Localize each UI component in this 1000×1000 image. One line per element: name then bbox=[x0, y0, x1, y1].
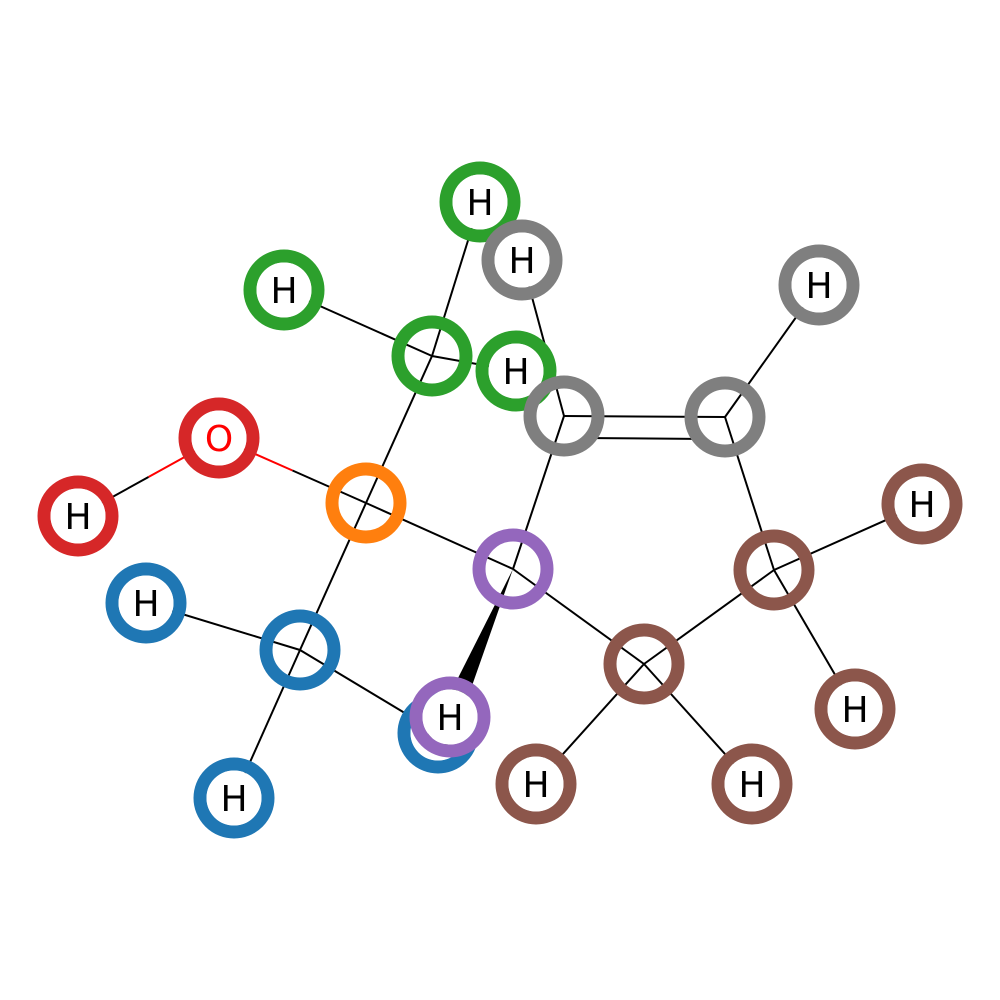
atom-background bbox=[118, 575, 174, 631]
atom-label: H bbox=[805, 266, 832, 307]
atom-ring bbox=[495, 743, 577, 825]
atom-h-br4: H bbox=[814, 668, 896, 750]
atom-o1: O bbox=[178, 397, 260, 479]
atom-h-g2: H bbox=[243, 249, 325, 331]
atom-background bbox=[206, 770, 262, 826]
atom-h-gr2: H bbox=[778, 244, 860, 326]
bond-c_gray1-c_gray2-second-line bbox=[581, 437, 708, 440]
atom-ring bbox=[481, 219, 563, 301]
atom-background bbox=[827, 681, 883, 737]
atom-ring bbox=[733, 529, 815, 611]
atom-ring bbox=[325, 462, 407, 544]
atom-ring bbox=[259, 609, 341, 691]
atom-background bbox=[256, 262, 312, 318]
atom-ring bbox=[193, 757, 275, 839]
atom-background bbox=[791, 257, 847, 313]
atom-h-br1: H bbox=[495, 743, 577, 825]
atom-c-purple bbox=[472, 528, 554, 610]
atom-c-green bbox=[391, 315, 473, 397]
atom-background bbox=[422, 689, 478, 745]
atom-c-brown1 bbox=[603, 623, 685, 705]
atom-label: H bbox=[466, 183, 493, 224]
atom-ring bbox=[684, 376, 766, 458]
atom-h-o1: H bbox=[37, 475, 119, 557]
atom-label: H bbox=[220, 779, 247, 820]
atom-h-gr1: H bbox=[481, 219, 563, 301]
atom-label: H bbox=[738, 765, 765, 806]
atom-label: H bbox=[508, 241, 535, 282]
atom-ring bbox=[243, 249, 325, 331]
atom-h-br3: H bbox=[881, 463, 963, 545]
atom-background bbox=[488, 343, 544, 399]
atom-background bbox=[50, 488, 106, 544]
atom-background bbox=[494, 232, 550, 288]
bond-c_orange-c_purple bbox=[365, 502, 514, 570]
atom-ring bbox=[523, 375, 605, 457]
bond-c_purple-c_brown1 bbox=[512, 568, 645, 665]
atom-label: H bbox=[841, 690, 868, 731]
atom-c-gray1 bbox=[523, 375, 605, 457]
atom-h-b1: H bbox=[105, 562, 187, 644]
atom-ring bbox=[439, 161, 521, 243]
atom-label: H bbox=[502, 352, 529, 393]
atom-ring bbox=[475, 330, 557, 412]
atom-c-brown2 bbox=[733, 529, 815, 611]
atom-label: H bbox=[436, 698, 463, 739]
atom-h-g1: H bbox=[439, 161, 521, 243]
atom-label: O bbox=[205, 419, 233, 460]
atom-ring bbox=[178, 397, 260, 479]
atom-h-b2: H bbox=[193, 757, 275, 839]
atom-ring bbox=[814, 668, 896, 750]
atom-ring bbox=[711, 743, 793, 825]
atom-background bbox=[508, 756, 564, 812]
atom-c-blue bbox=[259, 609, 341, 691]
atoms-layer: OHHHHHHHHHHHHHH bbox=[37, 161, 963, 839]
atom-h-br2: H bbox=[711, 743, 793, 825]
atom-ring bbox=[472, 528, 554, 610]
atom-h-g3: H bbox=[475, 330, 557, 412]
atom-background bbox=[191, 410, 247, 466]
bond-c_orange-c_blue bbox=[299, 502, 367, 651]
atom-h-p1: H bbox=[409, 676, 491, 758]
atom-label: H bbox=[908, 485, 935, 526]
atom-background bbox=[724, 756, 780, 812]
atom-label: H bbox=[132, 584, 159, 625]
atom-ring bbox=[603, 623, 685, 705]
bond-c_brown1-c_brown2 bbox=[643, 569, 775, 665]
atom-c-orange bbox=[325, 462, 407, 544]
atom-background bbox=[894, 476, 950, 532]
atom-background bbox=[452, 174, 508, 230]
atom-label: H bbox=[270, 271, 297, 312]
bond-c_gray1-c_gray2 bbox=[563, 415, 726, 418]
atom-ring bbox=[105, 562, 187, 644]
atom-ring bbox=[778, 244, 860, 326]
atom-label: H bbox=[522, 765, 549, 806]
atom-ring bbox=[881, 463, 963, 545]
atom-label: H bbox=[64, 497, 91, 538]
bond-c_orange-c_green bbox=[365, 355, 433, 504]
bond-c_purple-c_gray1 bbox=[512, 415, 565, 570]
atom-ring bbox=[391, 315, 473, 397]
atom-c-gray2 bbox=[684, 376, 766, 458]
atom-ring bbox=[409, 676, 491, 758]
atom-ring bbox=[37, 475, 119, 557]
bond-c_gray2-c_brown2 bbox=[724, 416, 775, 571]
